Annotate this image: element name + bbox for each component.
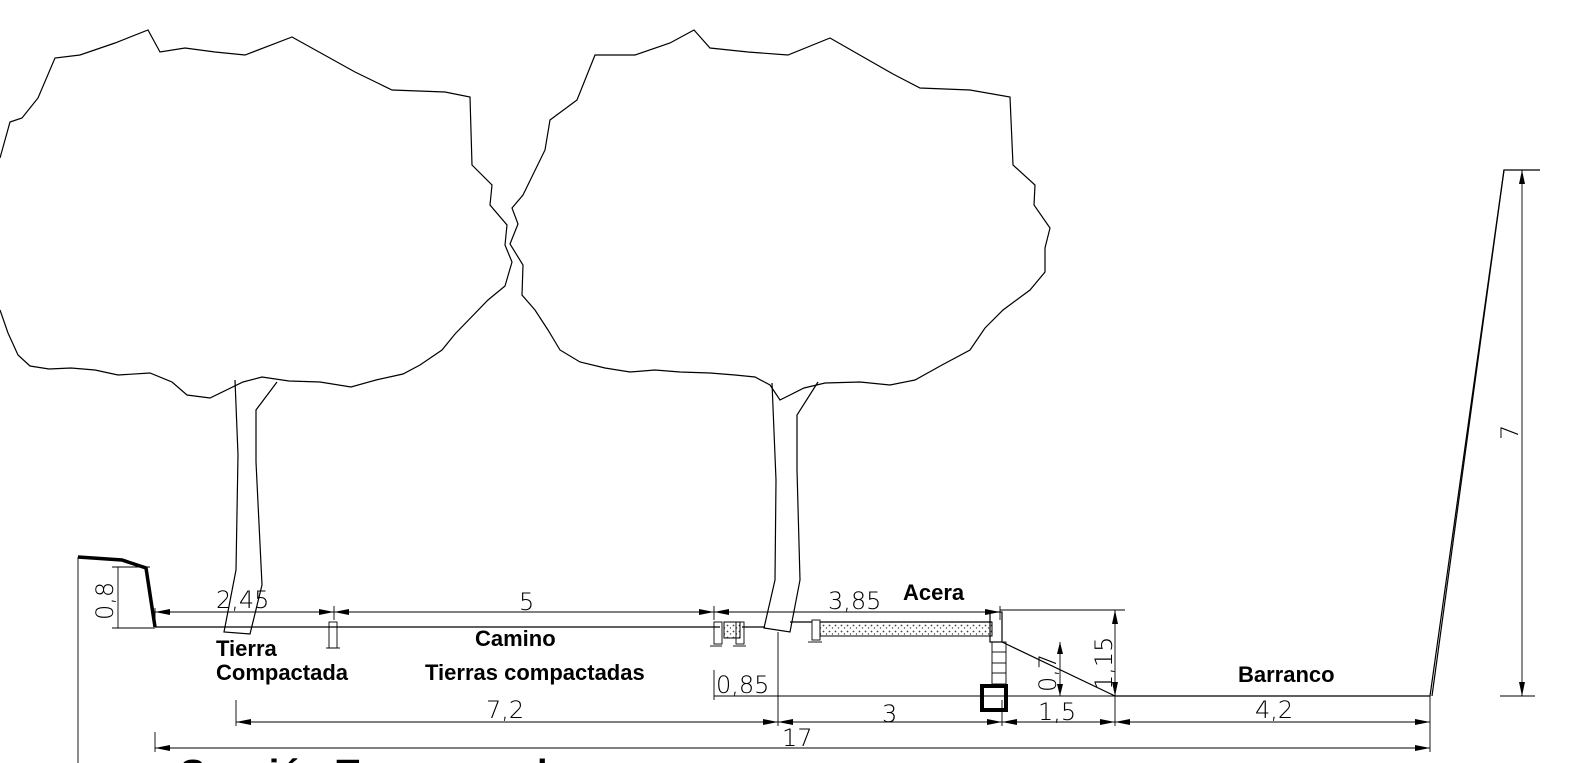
dim-1-15: 1,15 [1000,609,1125,696]
dim-7-2-text: 7,2 [486,696,524,724]
dim-2-45-text: 2,45 [216,586,269,614]
dim-0-7: 0,7 [1034,642,1063,696]
dim-7-text: 7 [1496,425,1524,440]
curb-left [710,621,746,647]
bollard [326,621,340,649]
left-bank-edge [77,555,157,628]
ravine-wall-back [1431,169,1505,697]
dim-17-text: 17 [782,724,813,752]
drawing-title: Sección Transversal [180,753,548,763]
tree-canopy-right [509,29,1051,401]
dim-0-85: 0,85 [713,670,778,700]
dim-0-7-text: 0,7 [1034,654,1062,692]
label-acera: Acera [903,580,965,605]
dim-7: 7 [1496,170,1535,697]
label-tierra: Tierra [216,636,278,661]
dim-lower-row: 7,2 3 1,5 4,2 [235,632,1431,752]
dim-3-text: 3 [882,700,897,728]
dim-5-text: 5 [519,588,534,616]
dim-upper-row: 2,45 5 3,85 [154,586,1001,627]
slope-line [1001,641,1116,697]
tree-trunk-left [223,379,278,635]
dim-0-8-text: 0,8 [91,582,119,620]
retaining-wall [980,611,1008,712]
dim-3-85-text: 3,85 [828,587,881,615]
label-tierras-compactadas: Tierras compactadas [425,660,645,685]
sidewalk-slab [808,619,993,643]
dim-4-2-text: 4,2 [1255,696,1293,724]
tree-canopy-left [0,29,513,399]
dim-0-85-text: 0,85 [716,671,769,699]
tree-trunk-right [763,381,819,633]
dim-1-5-text: 1,5 [1038,698,1076,726]
dim-17: 17 [154,724,1430,752]
dim-0-8: 0,8 [91,566,155,629]
dim-1-15-text: 1,15 [1090,637,1118,690]
label-barranco: Barranco [1238,662,1335,687]
label-compactada: Compactada [216,660,349,685]
label-camino: Camino [475,626,556,651]
